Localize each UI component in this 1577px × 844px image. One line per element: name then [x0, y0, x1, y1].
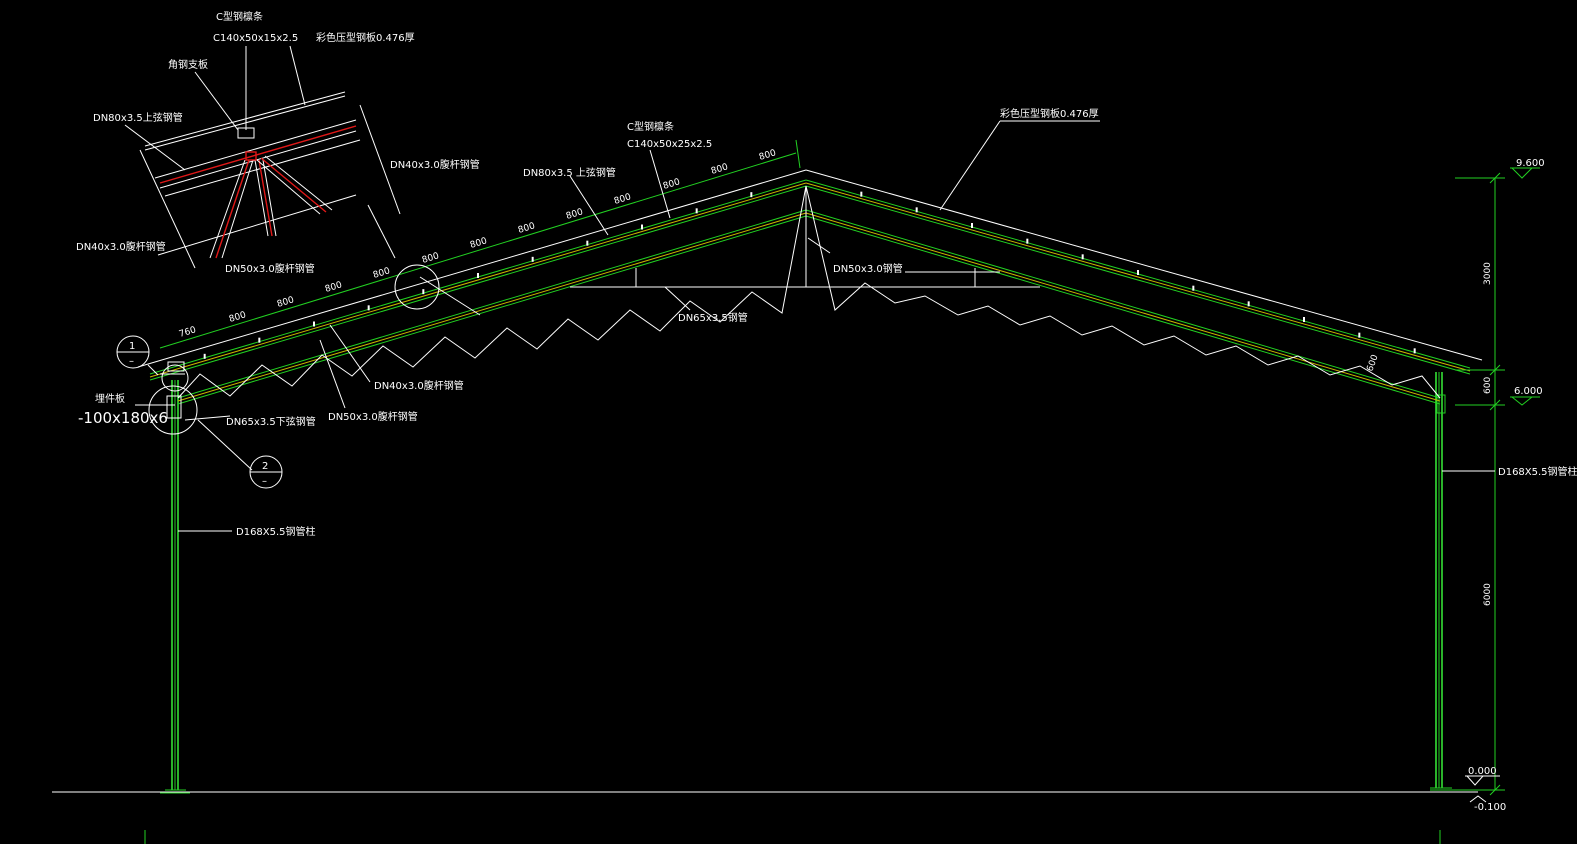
- dim-3000: 3000: [1483, 262, 1493, 285]
- label-bottom-chord: DN65x3.5下弦钢管: [226, 415, 316, 428]
- dim-text: 800: [565, 207, 585, 222]
- right-column: [1430, 372, 1452, 789]
- dim-text: 800: [710, 162, 730, 177]
- dim-600-right: 600: [1483, 377, 1493, 394]
- dim-text: 760: [178, 325, 198, 340]
- label-tie-bar: DN65x3.5钢管: [678, 311, 748, 324]
- truss-web-members: [177, 185, 1441, 399]
- dim-text: 800: [517, 221, 537, 236]
- elevation-texts: 9.600 6.000 0.000 -0.100: [1468, 158, 1545, 813]
- purlins: [203, 191, 1416, 359]
- label-plate-size: -100x180x6: [78, 409, 168, 427]
- elevation-6000: 6.000: [1514, 386, 1543, 397]
- elevation-dimension: [1455, 167, 1540, 803]
- vertical-dimension-texts: 3000 600 6000 600: [1365, 262, 1493, 606]
- label-top-chord: DN80x3.5 上弦钢管: [523, 166, 616, 179]
- label-web-detail-2: DN40x3.0腹杆钢管: [76, 240, 166, 253]
- label-top-chord-detail: DN80x3.5上弦钢管: [93, 111, 183, 124]
- elevation-0000: 0.000: [1468, 766, 1497, 777]
- label-web-detail-1: DN40x3.0腹杆钢管: [390, 158, 480, 171]
- ground-line: [52, 789, 1478, 844]
- elevation-9600: 9.600: [1516, 158, 1545, 169]
- dim-text: 800: [613, 192, 633, 207]
- dim-text: 800: [662, 177, 682, 192]
- callout-2: 2 –: [249, 455, 283, 489]
- label-web-50: DN50x3.0腹杆钢管: [328, 410, 418, 423]
- truss-bottom-chord: [177, 209, 1441, 405]
- left-column: [165, 380, 186, 791]
- dim-6000: 6000: [1483, 583, 1493, 606]
- label-web-40: DN40x3.0腹杆钢管: [374, 379, 464, 392]
- annotation-labels: C型钢檩条 C140x50x15x2.5 彩色压型钢板0.476厚 角钢支板 D…: [76, 10, 1577, 538]
- label-gutter-small: 角钢支板: [168, 58, 208, 71]
- callout-1-number: 1: [129, 341, 135, 352]
- label-roof-sheet-small: 彩色压型钢板0.476厚: [316, 31, 415, 44]
- label-roof-sheet: 彩色压型钢板0.476厚: [1000, 107, 1099, 120]
- dim-text: 800: [372, 266, 392, 281]
- dim-600-truss: 600: [1365, 353, 1380, 373]
- dim-text: 800: [758, 148, 778, 163]
- label-plate: 埋件板: [95, 392, 125, 405]
- callout-2-sub: –: [262, 476, 267, 487]
- callout-1: 1 –: [116, 335, 150, 369]
- dim-text: 800: [324, 280, 344, 295]
- label-column-right: D168X5.5钢管柱: [1498, 465, 1577, 478]
- dim-text: 800: [421, 251, 441, 266]
- callout-2-number: 2: [262, 461, 268, 472]
- label-purlin-size-small: C140x50x15x2.5: [213, 33, 298, 44]
- label-purlin-size: C140x50x25x2.5: [627, 139, 712, 150]
- label-purlin-type-small: C型钢檩条: [216, 10, 263, 23]
- roof-spacing-dimension: [159, 139, 801, 349]
- callout-1-sub: –: [129, 356, 134, 367]
- label-purlin-type: C型钢檩条: [627, 120, 674, 133]
- left-support: [148, 361, 198, 435]
- label-king-post: DN50x3.0钢管: [833, 262, 903, 275]
- elevation-minus-0100: -0.100: [1474, 802, 1506, 813]
- label-web-detail-3: DN50x3.0腹杆钢管: [225, 262, 315, 275]
- leader-lines: [135, 120, 1495, 532]
- label-column-left: D168X5.5钢管柱: [236, 525, 316, 538]
- dim-text: 800: [276, 295, 296, 310]
- spacing-dimension-texts: 760 800 800 800 800 800 800 800 800 800 …: [178, 148, 778, 340]
- king-post-assembly: [570, 186, 1040, 288]
- dim-text: 800: [228, 310, 248, 325]
- dim-text: 800: [469, 236, 489, 251]
- joint-detail-inset: [124, 45, 401, 269]
- joint-circle: [394, 264, 440, 310]
